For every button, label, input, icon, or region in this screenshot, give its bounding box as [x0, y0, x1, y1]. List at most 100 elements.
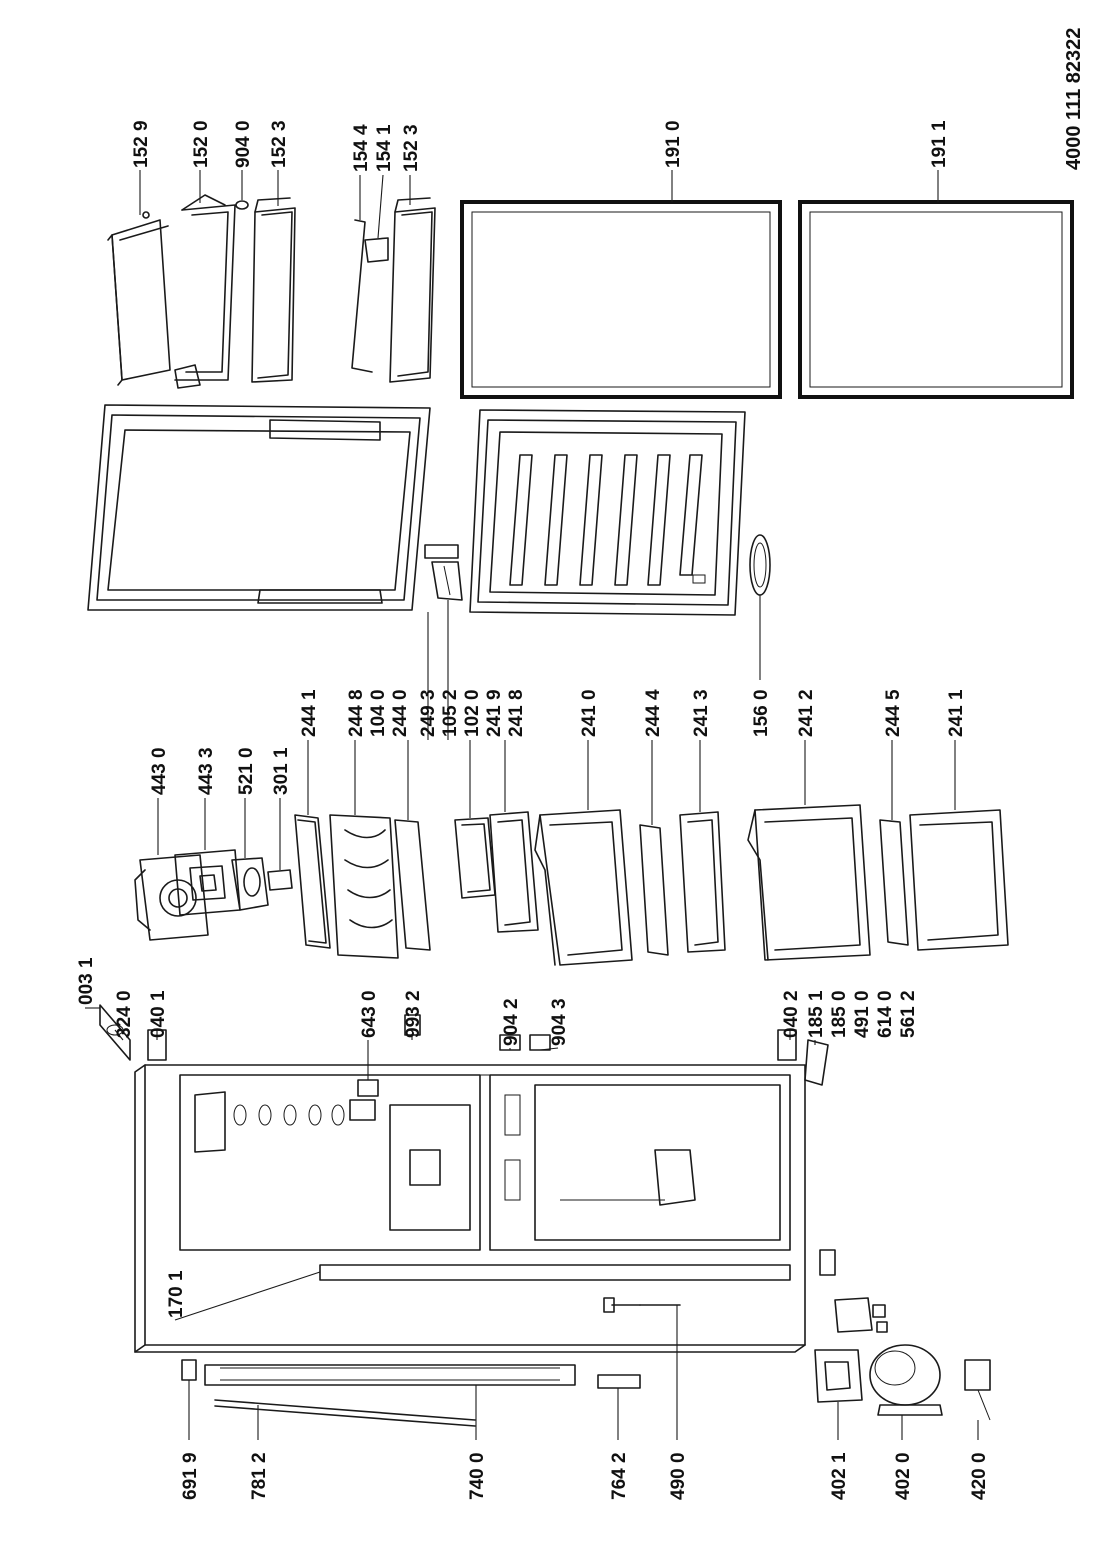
bottle-rack-2448 — [329, 814, 399, 959]
label-0031: 003 1 — [76, 957, 97, 1005]
rod-1544 — [351, 219, 373, 373]
label-3011: 301 1 — [271, 747, 292, 795]
fan-1560 — [749, 534, 771, 596]
label-1529: 152 9 — [131, 120, 152, 168]
label-9932: 993 2 — [403, 990, 424, 1038]
label-2440: 244 0 — [390, 689, 411, 737]
shelf-frame-1520 — [174, 194, 236, 389]
condenser-7400 — [204, 1364, 576, 1386]
label-4910: 491 0 — [852, 990, 873, 1038]
label-1040: 104 0 — [368, 689, 389, 737]
label-5210: 521 0 — [236, 747, 257, 795]
label-1560: 156 0 — [751, 689, 772, 737]
upper-door-liner — [87, 404, 431, 611]
lamp-5210 — [231, 857, 269, 911]
label-1911: 191 1 — [929, 120, 950, 168]
label-1523b: 152 3 — [401, 124, 422, 172]
relay-4910 — [834, 1297, 873, 1333]
bracket-9043 — [529, 1034, 551, 1051]
part-5612 — [876, 1321, 888, 1333]
cabinet — [134, 1064, 806, 1353]
label-4433: 443 3 — [196, 747, 217, 795]
label-0401: 040 1 — [148, 990, 169, 1038]
label-4200: 420 0 — [969, 1452, 990, 1500]
label-2493: 249 3 — [418, 689, 439, 737]
part-3011 — [267, 869, 293, 891]
cover-4433 — [174, 849, 241, 916]
label-2441: 244 1 — [299, 689, 320, 737]
top-cover-0031 — [99, 1004, 131, 1061]
sensor-9932 — [404, 1014, 421, 1036]
label-1544: 154 4 — [351, 124, 372, 172]
drain-pipe-6919 — [181, 1359, 197, 1381]
label-7812: 781 2 — [249, 1452, 270, 1500]
door-shelf-1529 — [107, 211, 171, 386]
label-2445: 244 5 — [883, 689, 904, 737]
label-2418: 241 8 — [506, 689, 527, 737]
freezer-drawer-2412 — [747, 804, 871, 961]
label-4900: 490 0 — [668, 1452, 689, 1500]
label-1701: 170 1 — [166, 1270, 187, 1318]
label-7642: 764 2 — [609, 1452, 630, 1500]
hinge-part-1052 — [424, 544, 463, 601]
handle-bar-1701 — [319, 1264, 791, 1281]
label-0402: 040 2 — [781, 990, 802, 1038]
clip-9040 — [235, 200, 249, 210]
door-gasket-1911 — [798, 200, 1074, 399]
part-1850 — [819, 1249, 836, 1276]
label-7400: 740 0 — [467, 1452, 488, 1500]
glass-shelf-2445 — [879, 819, 909, 946]
document-number: 4000 111 82322 — [1063, 28, 1085, 170]
glass-shelf-2444 — [639, 824, 669, 956]
label-1052: 105 2 — [440, 689, 461, 737]
label-5612: 561 2 — [898, 990, 919, 1038]
thermostat-1851 — [804, 1039, 829, 1086]
label-3240: 324 0 — [114, 990, 135, 1038]
tray-2419 — [454, 817, 496, 899]
glass-shelf-2441 — [294, 814, 331, 949]
glass-shelf-2440 — [394, 819, 431, 951]
label-2410: 241 0 — [579, 689, 600, 737]
label-2448: 244 8 — [346, 689, 367, 737]
door-shelf-1523a — [251, 197, 296, 383]
label-4021: 402 1 — [829, 1452, 850, 1500]
label-4430: 443 0 — [149, 747, 170, 795]
label-1910: 191 0 — [663, 120, 684, 168]
label-9043: 904 3 — [549, 998, 570, 1046]
compressor-4020 — [869, 1344, 943, 1416]
door-shelf-1523b — [389, 197, 436, 383]
relay-box-4021 — [814, 1349, 863, 1403]
filter-drier-7642 — [597, 1374, 641, 1389]
leader-lines — [85, 170, 979, 1440]
label-9040: 904 0 — [233, 120, 254, 168]
clip-1541 — [364, 237, 389, 263]
label-2413: 241 3 — [691, 689, 712, 737]
label-2412: 241 2 — [796, 689, 817, 737]
label-1541: 154 1 — [374, 124, 395, 172]
label-1850: 185 0 — [829, 990, 850, 1038]
part-labels: 152 9 152 0 904 0 152 3 154 4 154 1 152 … — [76, 120, 990, 1500]
capacitor-4200 — [964, 1359, 991, 1421]
drawer-2413 — [679, 811, 726, 953]
label-6430: 643 0 — [359, 990, 380, 1038]
label-2419: 241 9 — [484, 689, 505, 737]
power-cord-4900 — [603, 1297, 681, 1313]
label-1851: 185 1 — [806, 990, 827, 1038]
label-6919: 691 9 — [180, 1452, 201, 1500]
label-2444: 244 4 — [643, 689, 664, 737]
hinge-0401 — [147, 1029, 167, 1061]
label-6140: 614 0 — [875, 990, 896, 1038]
label-2411: 241 1 — [946, 689, 967, 737]
tube-7812 — [214, 1399, 476, 1427]
label-9042: 904 2 — [501, 998, 522, 1046]
label-1520: 152 0 — [191, 120, 212, 168]
part-6140 — [872, 1304, 886, 1318]
label-4020: 402 0 — [893, 1452, 914, 1500]
drawer-2418 — [489, 811, 539, 933]
label-1523a: 152 3 — [269, 120, 290, 168]
door-gasket-1910 — [460, 200, 782, 399]
lower-door-liner — [469, 409, 746, 616]
crisper-2410 — [534, 809, 633, 966]
freezer-drawer-2411 — [909, 809, 1009, 951]
